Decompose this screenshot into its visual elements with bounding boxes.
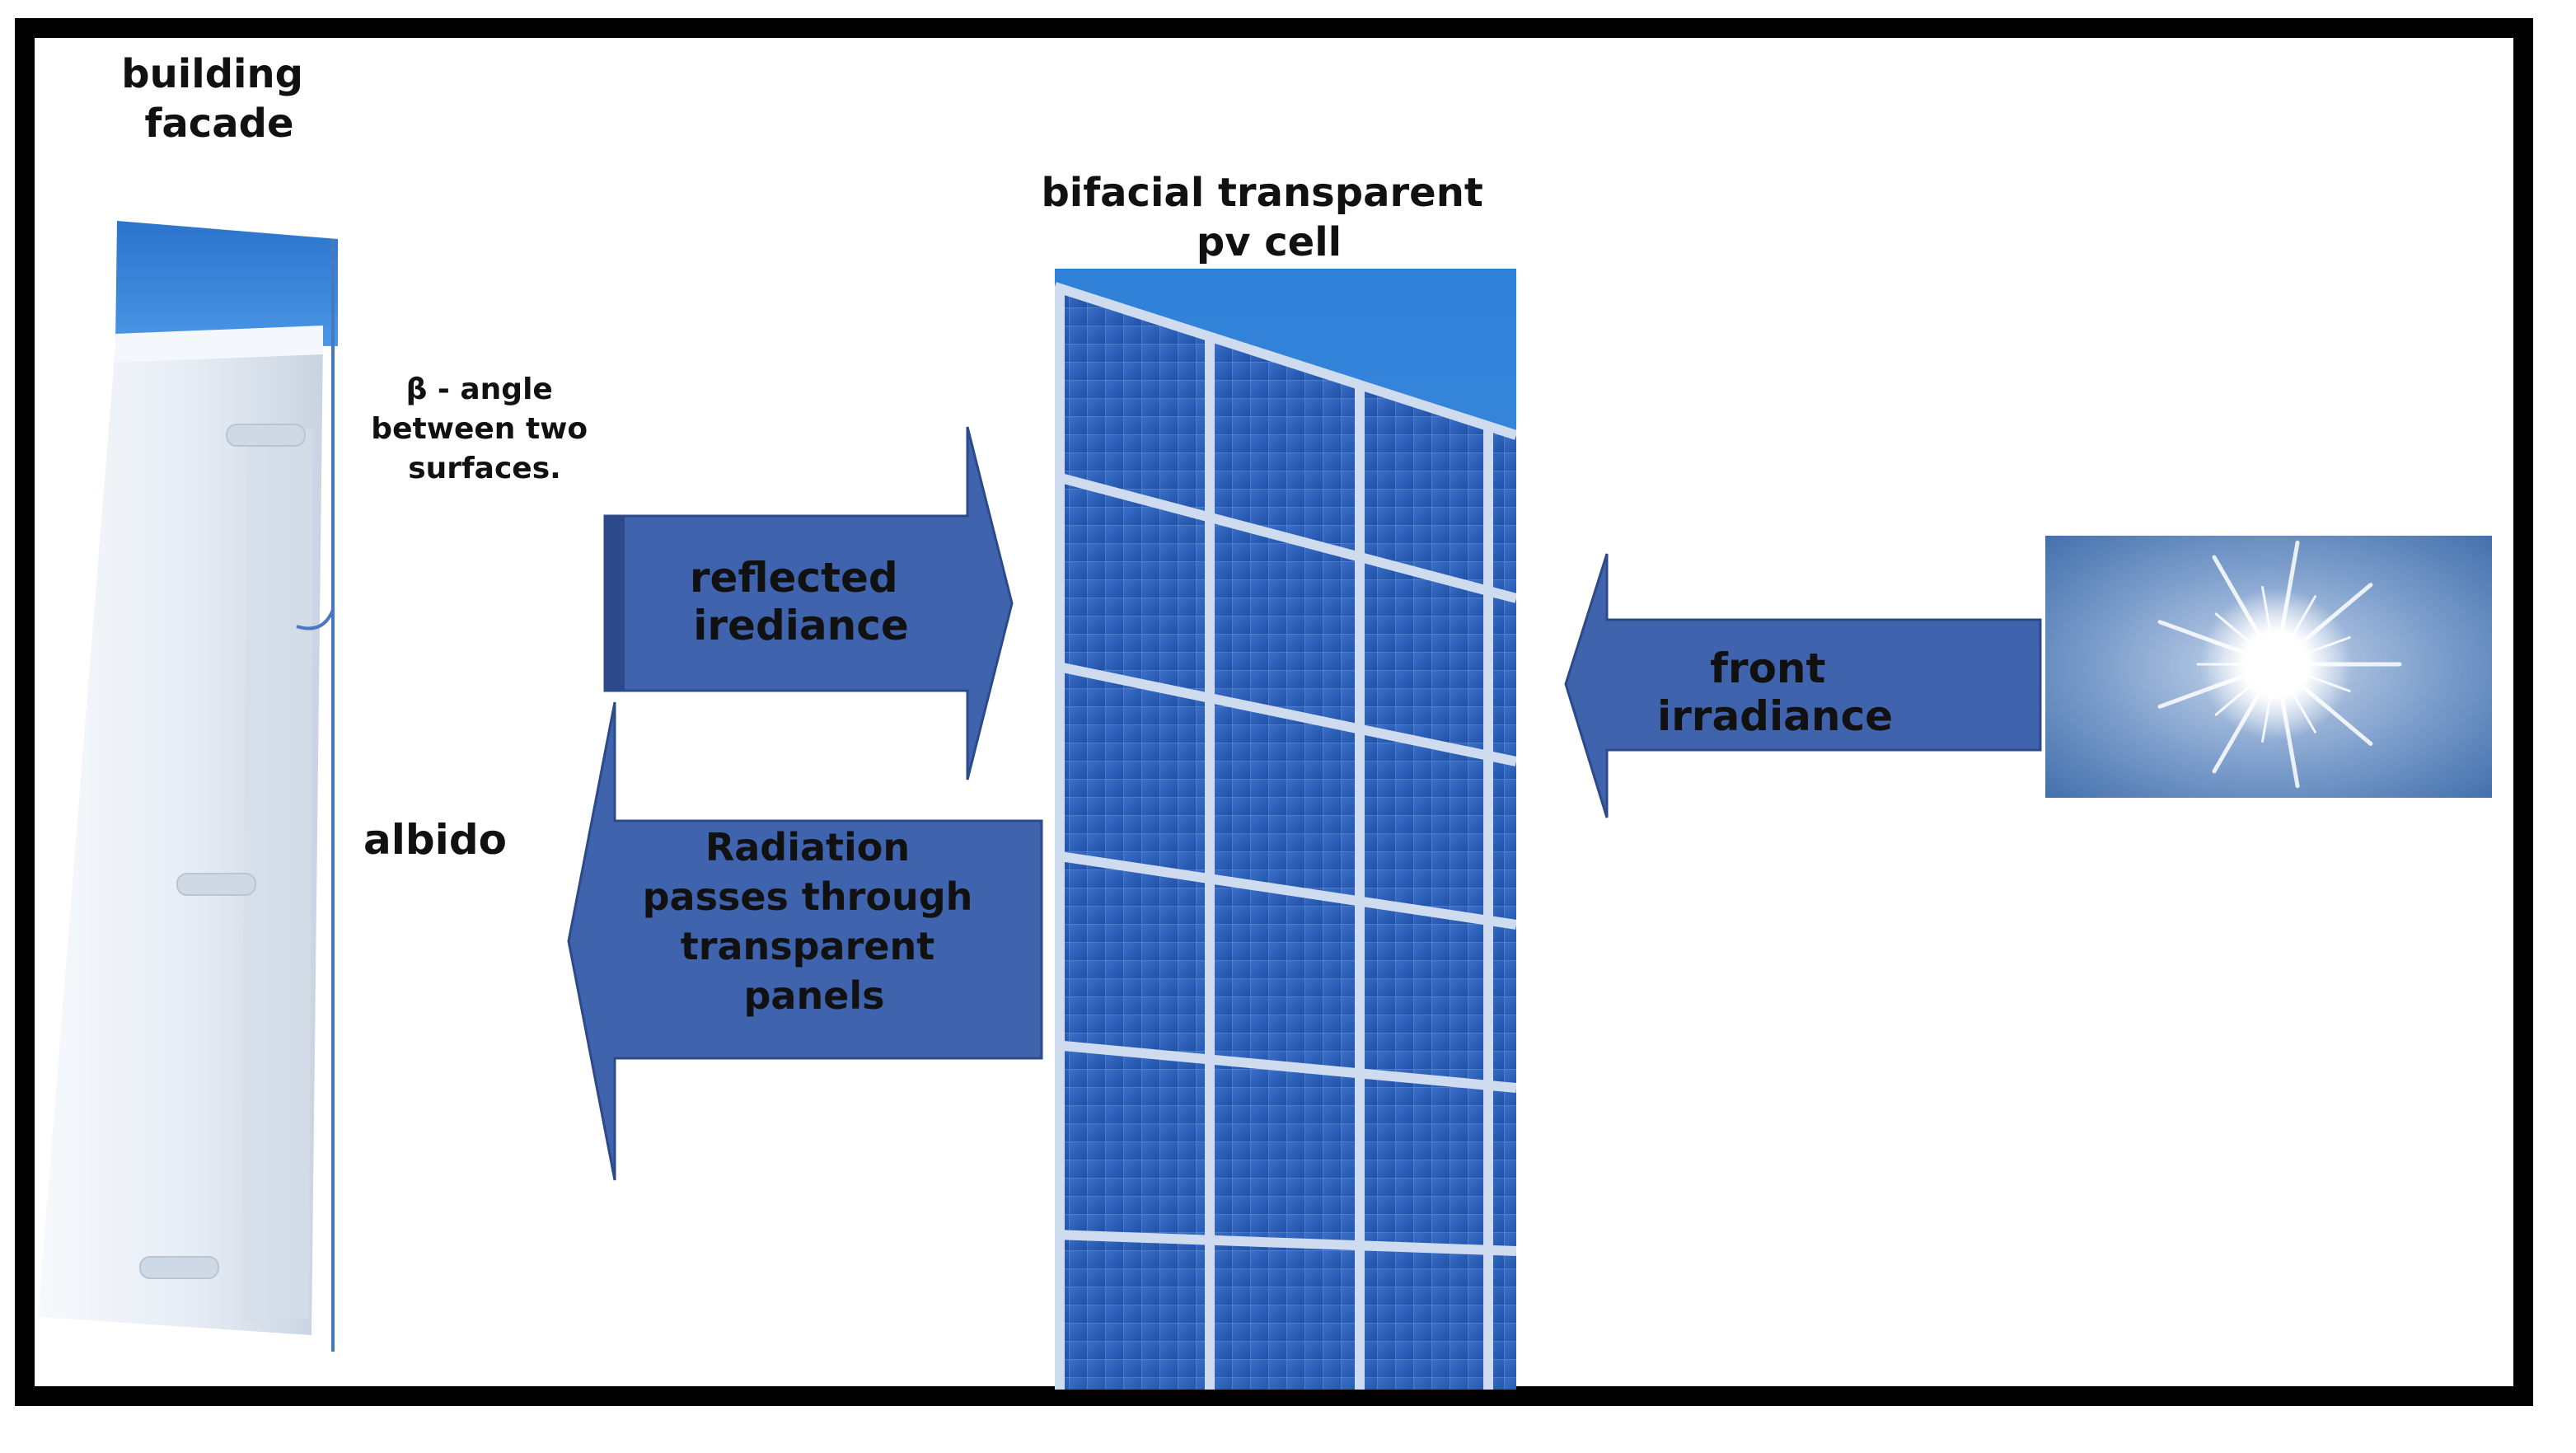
pv-frame-horizontal	[1055, 471, 1516, 603]
building-facade-line-1: building	[121, 51, 303, 97]
front-irradiance-arrow: front irradiance	[1564, 553, 2042, 818]
building-facade-line-2: facade	[144, 101, 293, 147]
pv-cell-line-2: pv cell	[1197, 219, 1342, 265]
pv-frame-horizontal	[1055, 1040, 1516, 1093]
beta-line-2: between two	[371, 412, 588, 446]
svg-text:front irradiance: front irradiance	[1657, 644, 1893, 740]
sun-photo-icon	[2045, 536, 2492, 798]
radiation-line-4: panels	[743, 973, 884, 1018]
albido-label: albido	[363, 816, 507, 864]
reflected-line-2: irediance	[693, 602, 909, 649]
building-facade-label: building facade	[121, 51, 317, 147]
pv-frame-horizontal	[1055, 282, 1516, 440]
radiation-line-3: transparent	[681, 924, 934, 968]
pv-cell-line-1: bifacial transparent	[1041, 170, 1482, 216]
front-line-1: front	[1710, 644, 1825, 692]
radiation-through-arrow: Radiation passes through transparent pan…	[567, 701, 1043, 1181]
pv-frame-horizontal	[1055, 851, 1516, 930]
beta-angle-arc	[296, 609, 335, 630]
radiation-line-1: Radiation	[705, 825, 910, 869]
svg-text:reflected irediance: reflected irediance	[690, 554, 912, 649]
building-facade-photo	[38, 221, 338, 1335]
pv-panel-photo	[1055, 269, 1516, 1390]
front-line-2: irradiance	[1657, 692, 1893, 740]
beta-line-3: surfaces.	[408, 452, 561, 485]
beta-angle-label: β - angle between two surfaces.	[371, 373, 597, 485]
svg-text:Radiation passes through: Radiation passes through transparent pan…	[643, 825, 986, 1018]
beta-line-1: β - angle	[406, 373, 553, 406]
reflected-line-1: reflected	[690, 554, 898, 602]
pv-frame-horizontal	[1055, 661, 1516, 766]
pv-panel-frame-grid	[1055, 282, 1516, 1390]
pv-frame-horizontal	[1055, 1230, 1516, 1256]
pv-cell-label: bifacial transparent pv cell	[1041, 170, 1496, 265]
radiation-line-2: passes through	[643, 874, 973, 919]
reflected-irradiance-arrow: reflected irediance	[603, 426, 1014, 780]
